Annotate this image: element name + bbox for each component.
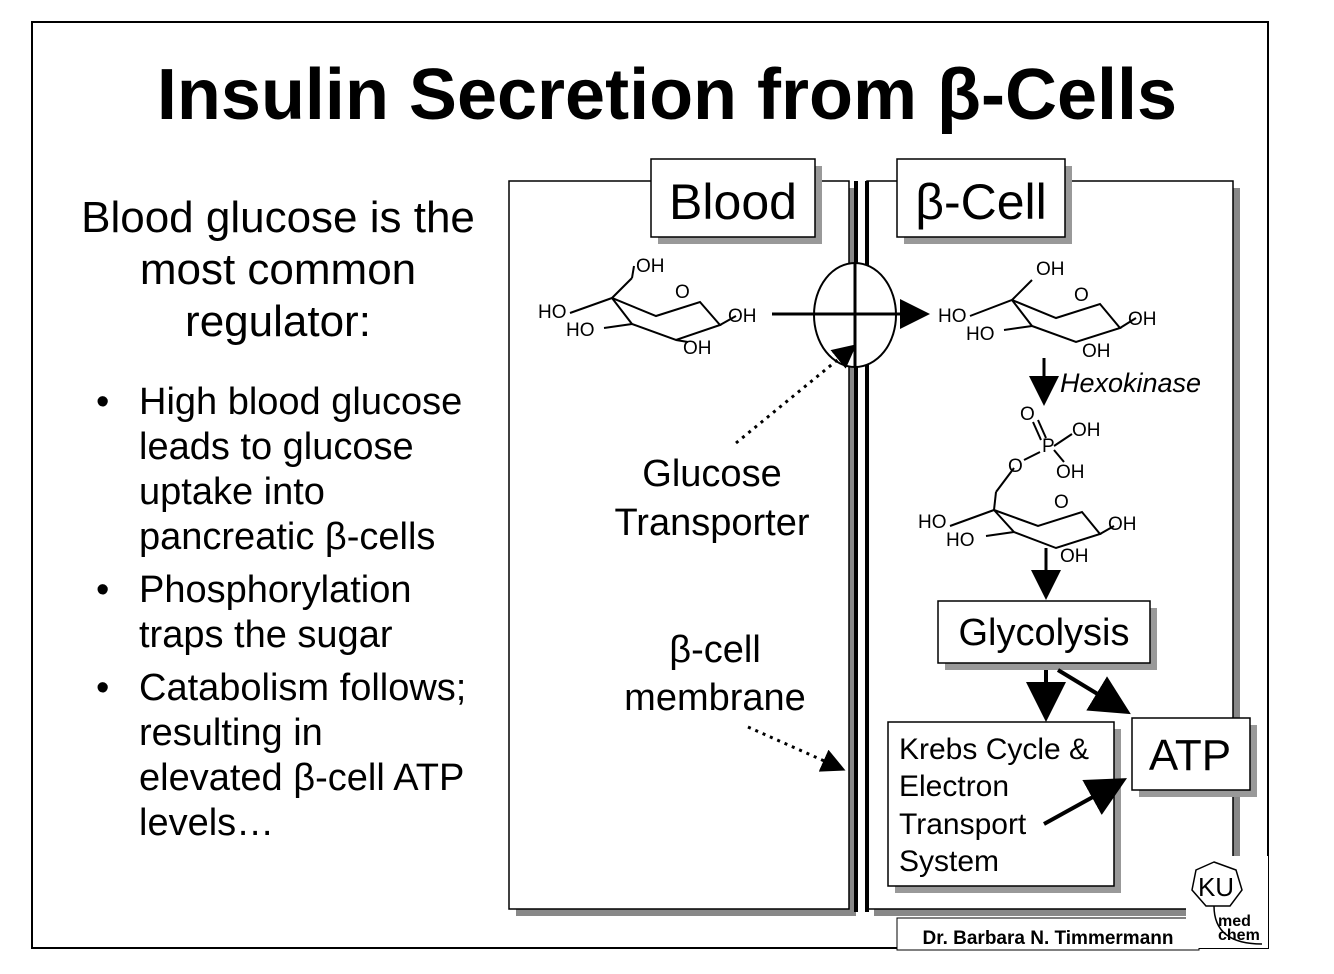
glucose-molecule-blood [569,265,737,343]
glucose-transporter-label: Glucose [642,453,781,495]
bond [993,491,997,511]
bcell-label-box: β-Cell [896,158,1072,244]
krebs-label: Krebs Cycle & [899,733,1089,766]
bullet-dot: • [96,569,110,611]
glucose-6-phosphate-molecule [949,419,1115,550]
glucose-6-phosphate-labels: O P OH OH O O HO HO OH OH [918,404,1137,567]
bullet-text: Catabolism follows; resulting in elevate… [139,667,467,844]
bond [1119,317,1137,329]
bond [1053,449,1065,463]
bullet-dot: • [96,667,110,709]
membrane-label: β-cell [669,629,761,671]
bullet-text: High blood glucose leads to glucose upta… [139,381,463,558]
o-label: O [1054,492,1069,513]
ring-bond [569,296,722,342]
ho-label: HO [946,530,975,551]
bond [1037,419,1047,439]
list-item: • Phosphorylation traps the sugar [96,568,476,658]
intro-text: Blood glucose is the most common regulat… [81,193,475,346]
glucose-labels-blood: OH O HO HO OH OH [538,256,757,359]
oh-label: OH [1036,259,1065,280]
label-frame [650,158,816,238]
oh-label: OH [728,306,757,327]
logo-chem-text: chem [1218,927,1260,944]
ring-bond [949,508,1102,550]
oh-label: OH [636,256,665,277]
o-label: O [1074,285,1089,306]
bullet-list: • High blood glucose leads to glucose upt… [96,380,476,854]
p-label: P [1042,436,1055,457]
page-title: Insulin Secretion from β-Cells [156,55,1178,135]
logo-med-text: med [1218,913,1251,930]
ku-medchem-logo: KU med chem [1186,856,1268,948]
transporter-pointer-arrow [735,344,857,445]
bullet-text: Phosphorylation traps the sugar [139,569,412,656]
list-item: • High blood glucose leads to glucose upt… [96,380,476,560]
ho-label: HO [938,306,967,327]
credit-box: Dr. Barbara N. Timmermann [896,917,1200,951]
list-item: • Catabolism follows; resulting in elevat… [96,666,476,846]
blood-panel [508,180,856,916]
box-frame [1131,717,1251,791]
glucose-molecule-cell [969,279,1137,344]
o-label: O [1008,456,1023,477]
ho-label: HO [566,320,595,341]
bond [1099,525,1115,535]
krebs-label: Transport [899,808,1027,841]
bond [985,531,1015,537]
glucose-labels-cell: OH O HO HO OH OH [938,259,1157,362]
bond [995,467,1015,493]
krebs-box: Krebs Cycle & Electron Transport System [887,721,1121,893]
logo-background [1186,856,1268,948]
oh-label: OH [1060,546,1089,567]
ho-label: HO [538,302,567,323]
atp-box: ATP [1131,717,1257,797]
bullet-dot: • [96,381,110,423]
krebs-to-atp-arrow [1043,778,1128,826]
box-frame [937,600,1151,664]
bond [1053,433,1073,447]
bcell-label: β-Cell [915,174,1047,230]
blood-label-box: Blood [650,158,822,244]
to-atp-arrow [1056,668,1131,715]
panel-box [508,180,850,910]
glucose-transporter-label: Transporter [615,502,810,544]
bond [631,265,635,279]
o-label: O [675,282,690,303]
bond [611,277,633,299]
bond [1003,325,1033,331]
glycolysis-label: Glycolysis [958,612,1129,654]
bond [603,323,633,329]
credit-text: Dr. Barbara N. Timmermann [923,928,1174,949]
bond [719,315,737,326]
glycolysis-box: Glycolysis [937,600,1157,670]
bond [1032,421,1042,441]
oh-label: OH [683,338,712,359]
blood-label: Blood [669,174,797,230]
membrane-pointer-arrow [747,725,846,772]
logo-swoosh [1213,905,1263,945]
oh-label: OH [1108,514,1137,535]
label-frame [896,158,1066,238]
oh-label: OH [1056,462,1085,483]
oh-label: OH [1128,309,1157,330]
ho-label: HO [918,512,947,533]
hexokinase-label: Hexokinase [1060,368,1201,398]
atp-label: ATP [1149,731,1231,780]
membrane-label: membrane [624,677,806,719]
oh-label: OH [1072,420,1101,441]
bond [675,339,689,343]
logo-ku-text: KU [1198,872,1234,902]
logo-shield [1191,861,1243,907]
ho-label: HO [966,324,995,345]
credit-frame [896,917,1200,951]
krebs-label: System [899,845,999,878]
bond [1023,451,1041,461]
ring-bond [969,298,1122,344]
bond [1011,279,1033,301]
o-label: O [1020,404,1035,425]
oh-label: OH [1082,341,1111,362]
krebs-label: Electron [899,770,1009,803]
